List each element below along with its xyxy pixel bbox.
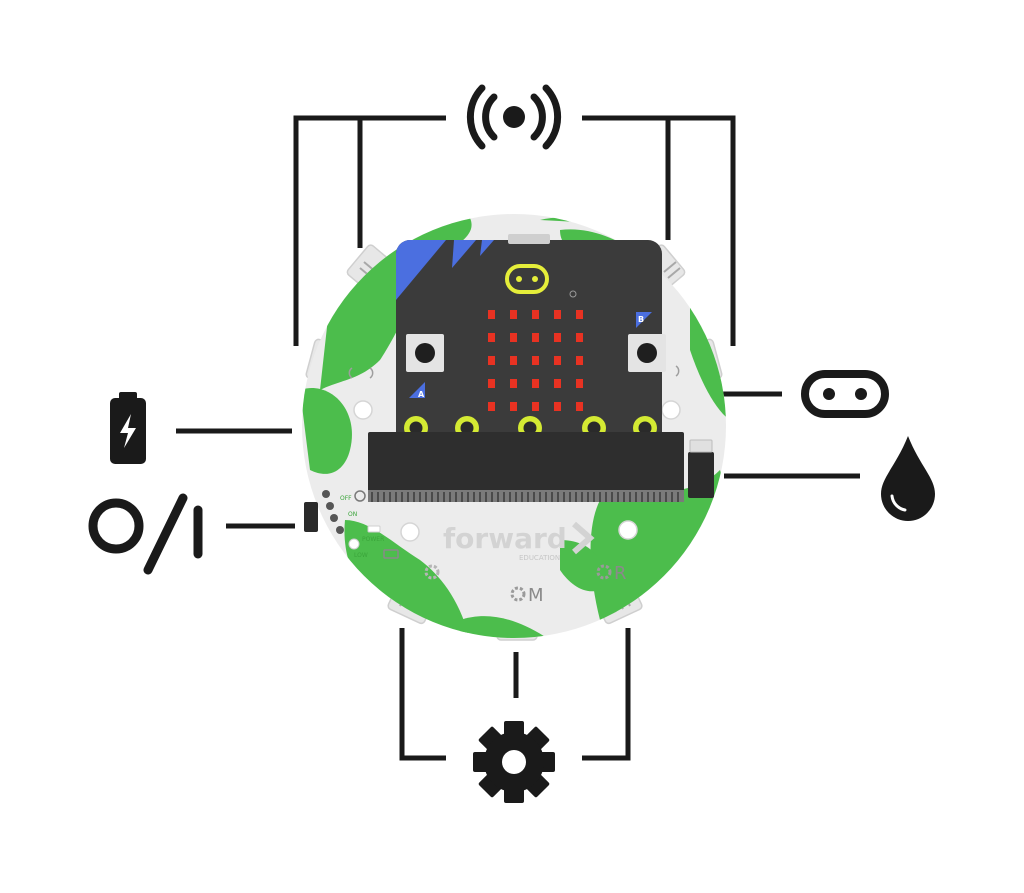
power-symbol-icon (354, 490, 366, 502)
microbit-body (396, 240, 662, 440)
button-a[interactable]: A (406, 334, 444, 399)
radio-wireless-icon (466, 84, 562, 150)
port-right-letter: R (614, 563, 627, 584)
led-matrix (488, 310, 583, 411)
switch-off-label: OFF (340, 495, 352, 502)
microbit-logo-icon (801, 370, 889, 418)
leader-line-gear-right (582, 628, 631, 761)
power-label: POWER (362, 536, 384, 543)
port-left-gear-icon (424, 564, 440, 580)
brand-chevron-icon (572, 521, 595, 555)
brand-logo-text: forward (443, 522, 567, 555)
port-middle-letter: M (528, 585, 544, 606)
moisture-sensor (688, 452, 714, 498)
button-b[interactable]: B (628, 312, 666, 372)
gear-icon (473, 721, 555, 803)
moisture-drop-icon (881, 436, 935, 521)
button-b-label: B (638, 315, 644, 324)
button-a-label: A (418, 390, 425, 399)
leader-line-gear-left (399, 628, 446, 761)
microbit: A B (396, 234, 666, 440)
leader-line-radio-left-outer (293, 115, 446, 346)
touch-logo[interactable] (505, 264, 549, 294)
port-label-middle: M (510, 585, 544, 606)
low-label: LOW (354, 552, 368, 559)
leader-line-radio-right-outer (582, 115, 736, 346)
mounting-holes (353, 400, 681, 542)
port-label-right: R (596, 563, 627, 584)
power-switch[interactable] (304, 502, 318, 532)
battery-icon (110, 392, 146, 464)
brand-sub-text: EDUCATION (519, 554, 560, 562)
board-radio-marks (348, 365, 680, 379)
callout-lines (176, 115, 860, 761)
power-switch-area: OFF ON POWER LOW (304, 490, 399, 559)
low-battery-icon (383, 549, 399, 559)
edge-connector (368, 432, 684, 502)
switch-on-label: ON (348, 511, 357, 518)
usb-port (508, 234, 550, 244)
power-toggle-icon (88, 493, 203, 575)
